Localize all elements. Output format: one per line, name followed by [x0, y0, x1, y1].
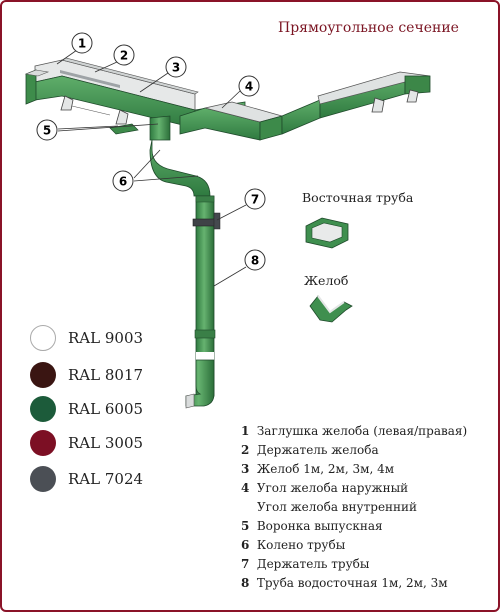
- swatch-circle: [30, 430, 56, 456]
- swatch-label: RAL 7024: [68, 470, 144, 488]
- gutter-label: Желоб: [304, 273, 349, 288]
- callout-1: 1: [71, 32, 93, 54]
- page-title: Прямоугольное сечение: [278, 20, 459, 36]
- color-swatch-ral-6005: RAL 6005: [30, 394, 143, 424]
- legend-item: 1 Заглушка желоба (левая/правая): [241, 424, 468, 438]
- gutter-corner-right: [179, 71, 431, 141]
- callout-7: 7: [244, 188, 266, 210]
- swatch-circle: [30, 362, 56, 388]
- svg-text:5: 5: [43, 124, 51, 138]
- svg-text:4: 4: [245, 80, 253, 94]
- svg-text:1: 1: [78, 37, 86, 51]
- legend-item: 3 Желоб 1м, 2м, 3м, 4м: [241, 462, 395, 476]
- swatch-circle: [30, 396, 56, 422]
- outlet-funnel: [109, 115, 171, 141]
- svg-text:3: 3: [172, 61, 180, 75]
- color-swatch-ral-9003: RAL 9003: [30, 323, 143, 353]
- color-swatch-ral-7024: RAL 7024: [30, 464, 143, 494]
- legend-item-continued: Угол желоба внутренний: [257, 500, 418, 514]
- svg-text:2: 2: [120, 49, 128, 63]
- color-swatch-ral-3005: RAL 3005: [30, 428, 143, 458]
- callout-6: 6: [112, 170, 134, 192]
- legend-item: 4 Угол желоба наружный: [241, 481, 409, 495]
- swatch-circle: [30, 466, 56, 492]
- legend-item: 8 Труба водосточная 1м, 2м, 3м: [241, 576, 448, 590]
- gutter-profile-icon: [309, 295, 353, 323]
- legend-item: 7 Держатель трубы: [241, 557, 370, 571]
- callout-2: 2: [113, 44, 135, 66]
- swatch-label: RAL 6005: [68, 400, 144, 418]
- parts-legend: 1 Заглушка желоба (левая/правая) 2 Держа…: [241, 422, 467, 593]
- callout-8: 8: [244, 249, 266, 271]
- downpipe: [149, 139, 221, 409]
- callout-3: 3: [165, 56, 187, 78]
- legend-item: 2 Держатель желоба: [241, 443, 379, 457]
- downpipe-label: Восточная труба: [302, 190, 414, 205]
- swatch-label: RAL 9003: [68, 329, 144, 347]
- legend-item: 5 Воронка выпускная: [241, 519, 383, 533]
- swatch-label: RAL 3005: [68, 434, 144, 452]
- downpipe-profile-icon: [305, 217, 349, 249]
- svg-text:6: 6: [119, 175, 127, 189]
- leader-lines: [56, 49, 247, 287]
- callout-4: 4: [238, 75, 260, 97]
- swatch-label: RAL 8017: [68, 366, 144, 384]
- svg-text:7: 7: [251, 193, 259, 207]
- callout-5: 5: [36, 119, 58, 141]
- legend-item: 6 Колено трубы: [241, 538, 346, 552]
- color-swatch-ral-8017: RAL 8017: [30, 360, 143, 390]
- svg-text:8: 8: [251, 254, 259, 268]
- swatch-circle: [30, 325, 56, 351]
